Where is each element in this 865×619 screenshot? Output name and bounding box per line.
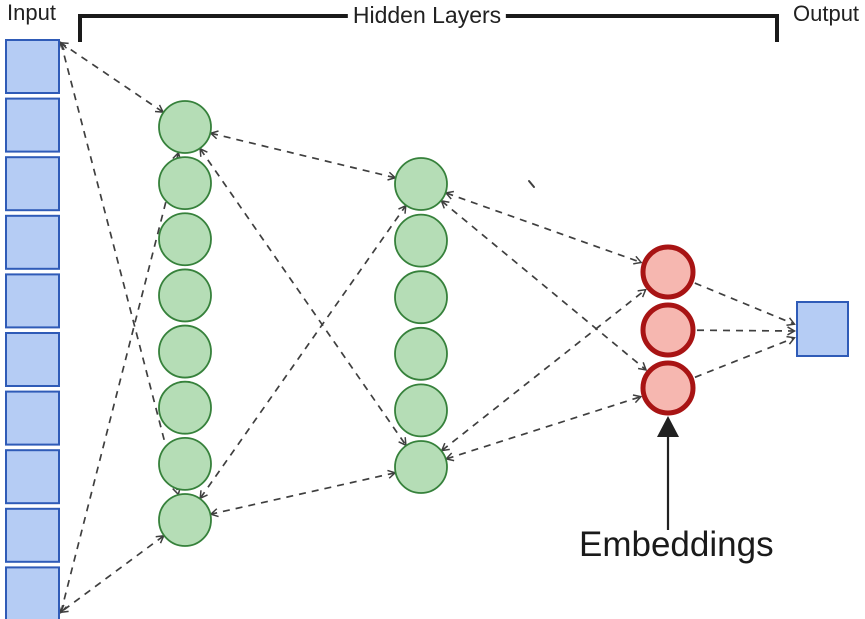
connection-line [209, 469, 397, 518]
stray-mark [528, 180, 535, 188]
connection-line [58, 151, 182, 614]
hidden1-node [158, 268, 212, 323]
embedding-node [640, 244, 696, 300]
connection-line [440, 199, 648, 371]
input-node [5, 449, 60, 505]
input-node [5, 214, 60, 270]
input-node [5, 390, 60, 446]
embeddings-label: Embeddings [579, 525, 774, 564]
hidden1-node [158, 493, 212, 547]
hidden1-node [158, 436, 212, 491]
hidden2-node [394, 326, 448, 381]
hidden1-node [158, 380, 212, 435]
connection-line [696, 326, 797, 336]
connection-line [59, 41, 165, 113]
input-node [5, 39, 60, 94]
output-layer-label: Output [793, 1, 860, 26]
input-node [5, 97, 60, 153]
connection-line [199, 204, 407, 500]
connection-line [694, 282, 796, 326]
hidden1-node [158, 212, 212, 267]
embeddings-arrowhead-icon [657, 416, 679, 437]
input-node [5, 156, 60, 212]
connection-line [694, 335, 796, 379]
hidden-layers-label: Hidden Layers [347, 2, 507, 29]
hidden1-node [158, 324, 212, 379]
input-node [5, 273, 60, 329]
input-node [5, 507, 60, 563]
hidden2-node [394, 383, 448, 438]
hidden2-node [394, 270, 448, 325]
connection-line [444, 394, 643, 462]
input-node [5, 332, 60, 387]
connection-line [444, 190, 643, 265]
connection-line [199, 147, 407, 447]
input-layer-label: Input [7, 0, 56, 25]
connection-line [209, 130, 397, 181]
hidden1-node [158, 156, 212, 211]
hidden2-node [394, 213, 448, 268]
input-node [5, 566, 60, 619]
hidden1-node [158, 100, 212, 154]
embedding-node [640, 360, 696, 416]
hidden2-node [394, 440, 448, 494]
hidden2-node [394, 157, 448, 211]
connection-line [440, 288, 647, 452]
connection-line [59, 534, 165, 614]
output-node [796, 301, 849, 357]
embedding-node [640, 302, 696, 358]
